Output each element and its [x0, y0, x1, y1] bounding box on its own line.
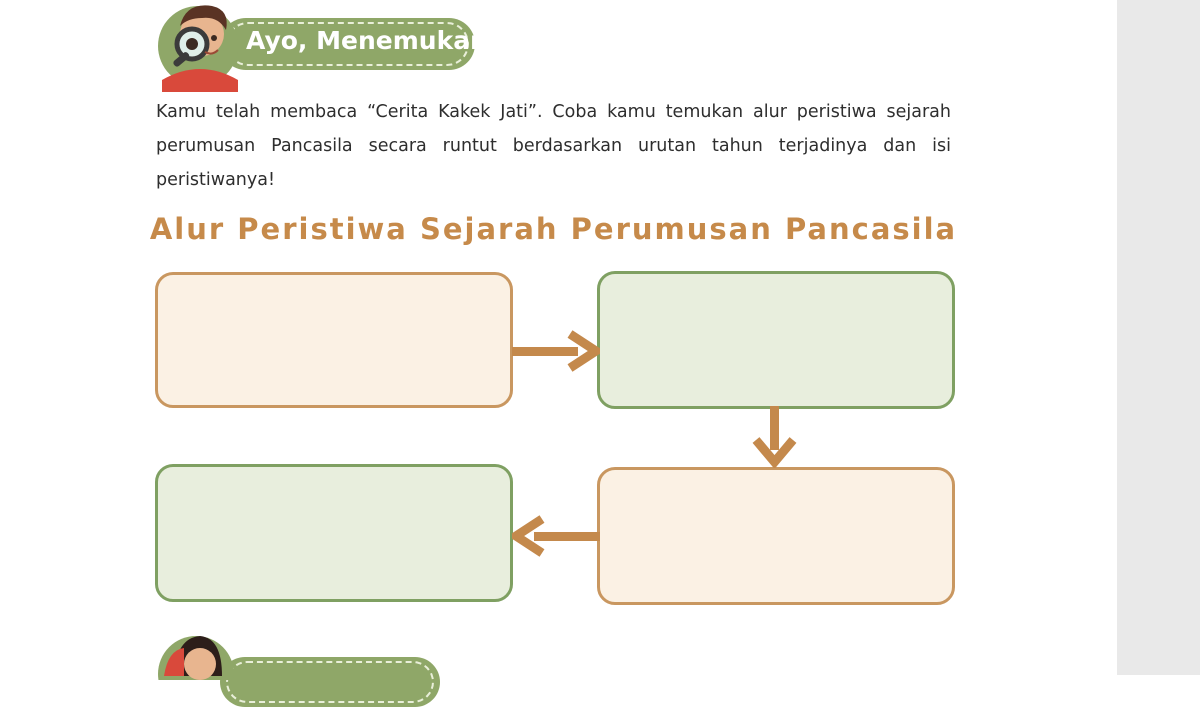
- arrow-left-icon: [512, 515, 600, 557]
- section-header-ayo-menemukan: Ayo, Menemukan: [150, 0, 510, 92]
- document-page: Ayo, Menemukan Kamu telah membaca “Cerit…: [149, 0, 958, 707]
- flow-box-1[interactable]: [155, 272, 513, 408]
- instructions-paragraph: Kamu telah membaca “Cerita Kakek Jati”. …: [156, 102, 951, 190]
- next-section-pill: [220, 657, 440, 707]
- next-section-header: [150, 630, 450, 707]
- arrow-down-icon: [752, 406, 797, 468]
- section-title: Ayo, Menemukan: [246, 26, 488, 55]
- flow-box-2[interactable]: [597, 271, 955, 409]
- diagram-title: Alur Peristiwa Sejarah Perumusan Pancasi…: [149, 212, 958, 246]
- arrow-right-icon: [512, 330, 600, 372]
- flow-box-3[interactable]: [597, 467, 955, 605]
- section-title-pill: Ayo, Menemukan: [220, 18, 488, 70]
- flow-box-4[interactable]: [155, 464, 513, 602]
- child-with-magnifier-icon: [158, 5, 238, 92]
- viewer-side-panel: [1117, 0, 1200, 675]
- girl-with-headscarf-icon: [158, 636, 234, 680]
